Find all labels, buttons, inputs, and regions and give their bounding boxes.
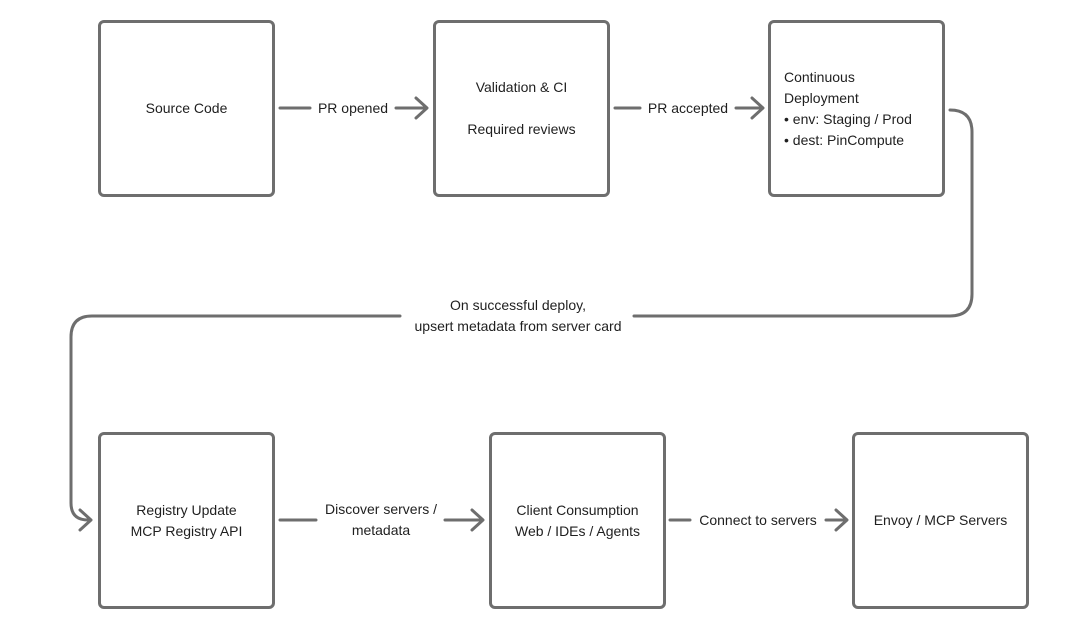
node-registry-subtitle: MCP Registry API <box>130 522 243 539</box>
edge-pr-opened-arrow <box>394 96 429 120</box>
edge-label-deploy: On successful deploy, upsert metadata fr… <box>410 295 626 337</box>
node-deployment-bullets: env: Staging / Prod dest: PinCompute <box>784 109 912 151</box>
edge-connect-arrow <box>824 508 849 532</box>
deployment-bullet-dest: dest: PinCompute <box>784 130 912 151</box>
node-validation-subtitle: Required reviews <box>467 121 576 137</box>
node-envoy-label: Envoy / MCP Servers <box>873 512 1008 528</box>
node-registry-title: Registry Update <box>136 501 237 518</box>
edge-label-pr-accepted: PR accepted <box>643 98 733 119</box>
edge-label-deploy-line-1: On successful deploy, <box>450 297 586 313</box>
edge-label-connect: Connect to servers <box>695 510 821 531</box>
node-registry-update: Registry Update MCP Registry API <box>98 432 275 609</box>
edge-label-discover-line-1: Discover servers / <box>324 501 438 517</box>
node-continuous-deployment: Continuous Deployment env: Staging / Pro… <box>768 20 945 197</box>
edge-deploy-loop-right <box>632 108 974 318</box>
node-envoy-mcp-servers: Envoy / MCP Servers <box>852 432 1029 609</box>
node-validation-ci: Validation & CI Required reviews <box>433 20 610 197</box>
node-client-subtitle: Web / IDEs / Agents <box>514 522 641 539</box>
edge-label-discover: Discover servers / metadata <box>320 499 442 541</box>
edge-label-deploy-line-2: upsert metadata from server card <box>414 318 622 334</box>
edge-pr-accepted-arrow <box>734 96 765 120</box>
node-source-code: Source Code <box>98 20 275 197</box>
deployment-bullet-env: env: Staging / Prod <box>784 109 912 130</box>
node-client-title: Client Consumption <box>516 501 639 518</box>
edge-label-pr-opened: PR opened <box>313 98 393 119</box>
node-deployment-title-2: Deployment <box>784 89 859 106</box>
edge-deploy-loop-left <box>69 314 402 532</box>
node-deployment-title-1: Continuous <box>784 68 855 85</box>
node-validation-title: Validation & CI <box>475 79 568 95</box>
edge-label-discover-line-2: metadata <box>351 522 411 538</box>
node-client-consumption: Client Consumption Web / IDEs / Agents <box>489 432 666 609</box>
node-source-code-label: Source Code <box>145 100 228 116</box>
edge-discover-arrow <box>443 508 485 532</box>
